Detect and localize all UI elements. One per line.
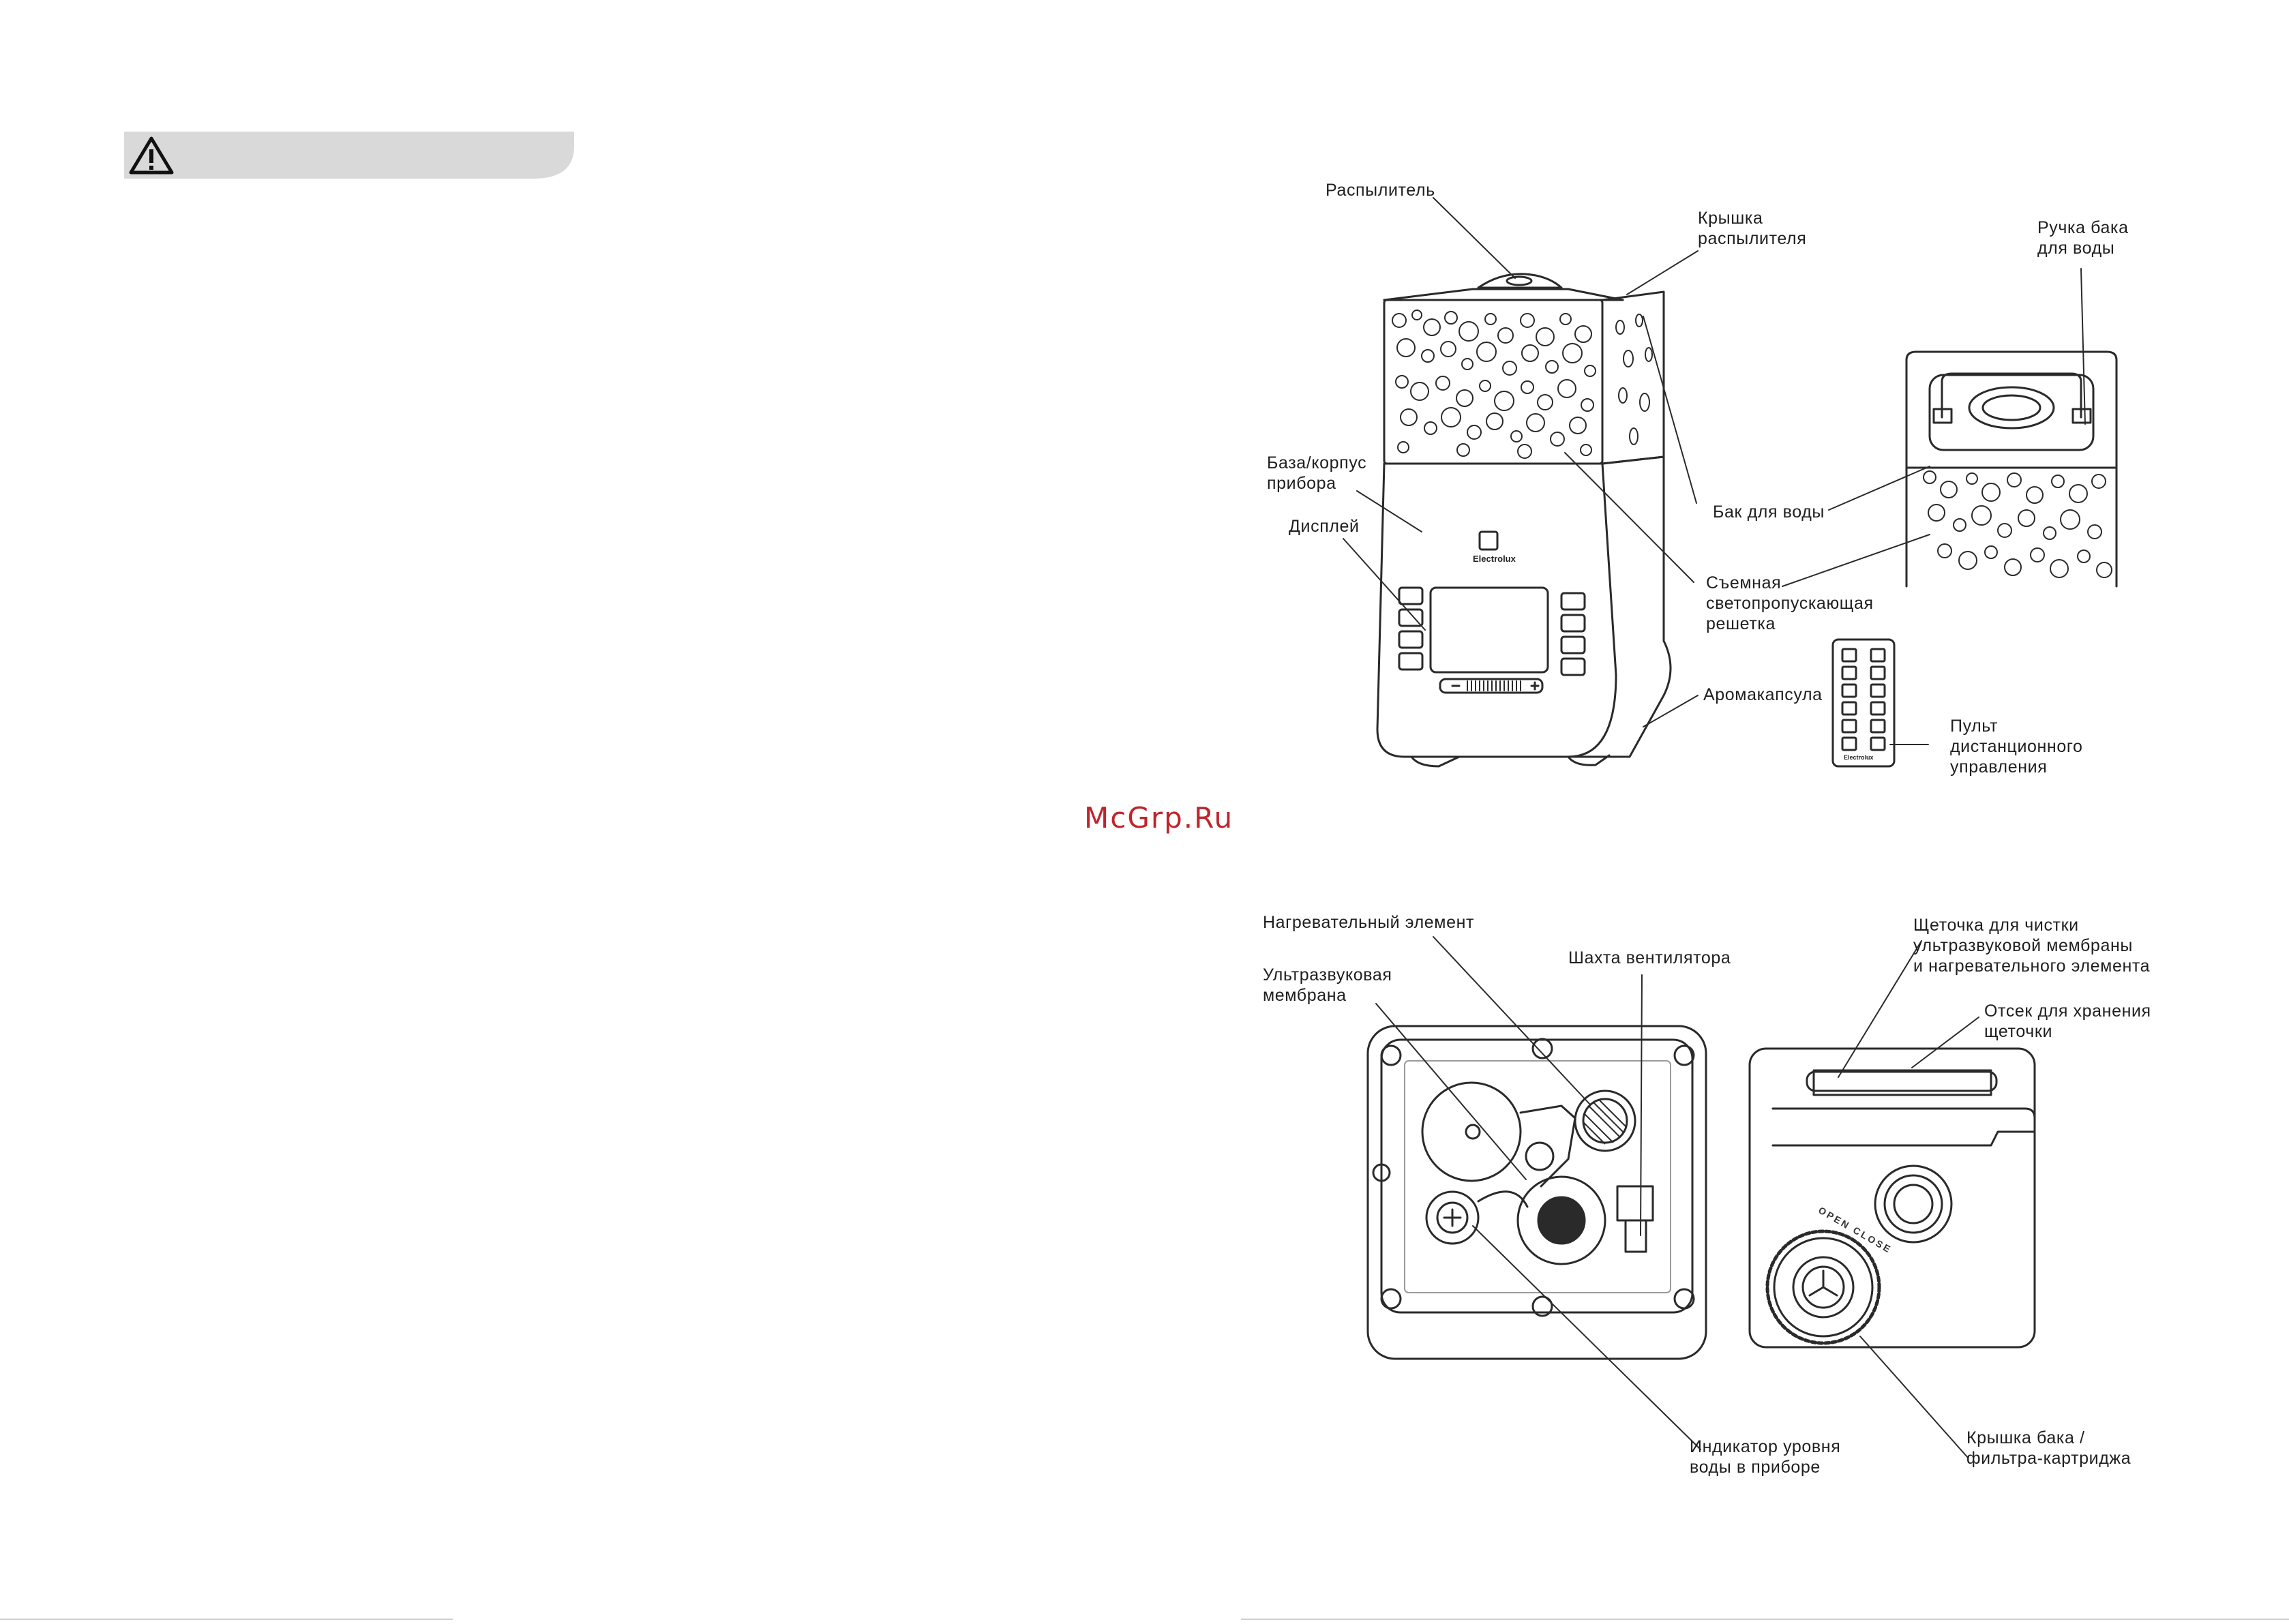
heater-hatch [1583,1100,1626,1145]
label-sprayer-cover: Крышка распылителя [1698,209,1807,248]
humidifier-illustration [1376,273,1672,768]
device-brand-logo-text: Electrolux [1473,554,1516,564]
grille-bubble-pattern [1392,310,2112,578]
tank-bottom-view-illustration [1748,1047,2036,1349]
warning-header-band [124,132,574,179]
base-top-view-illustration [1366,1025,1707,1360]
label-brush: Щеточка для чистки ультразвуковой мембра… [1913,916,2151,976]
label-membrane: Ультразвуковая мембрана [1263,965,1392,1005]
label-grille: Съемная светопропускающая решетка [1706,573,1874,633]
bottom-leader-lines [1375,936,1979,1458]
label-remote: Пульт дистанционного управления [1950,717,2083,777]
label-display: Дисплей [1289,517,1360,536]
label-sprayer: Распылитель [1326,181,1435,200]
label-brush-storage: Отсек для хранения щеточки [1984,1002,2151,1041]
label-water-tank: Бак для воды [1713,502,1825,522]
watermark-text: McGrp.Ru [1084,801,1234,834]
warning-triangle-icon [129,136,174,175]
label-water-level-indicator: Индикатор уровня воды в приборе [1690,1437,1841,1477]
remote-brand-logo-text: Electrolux [1844,754,1874,761]
label-fan-shaft: Шахта вентилятора [1568,948,1731,967]
water-tank-illustration [1905,350,2118,588]
label-heater: Нагревательный элемент [1263,913,1475,932]
label-tank-cap: Крышка бака / фильтра-картриджа [1966,1428,2131,1468]
label-tank-handle: Ручка бака для воды [2037,218,2129,258]
remote-control-illustration [1831,638,1896,768]
top-leader-lines [1343,197,2086,745]
label-base: База/корпус прибора [1267,453,1367,493]
label-aroma-capsule: Аромакапсула [1703,685,1823,704]
